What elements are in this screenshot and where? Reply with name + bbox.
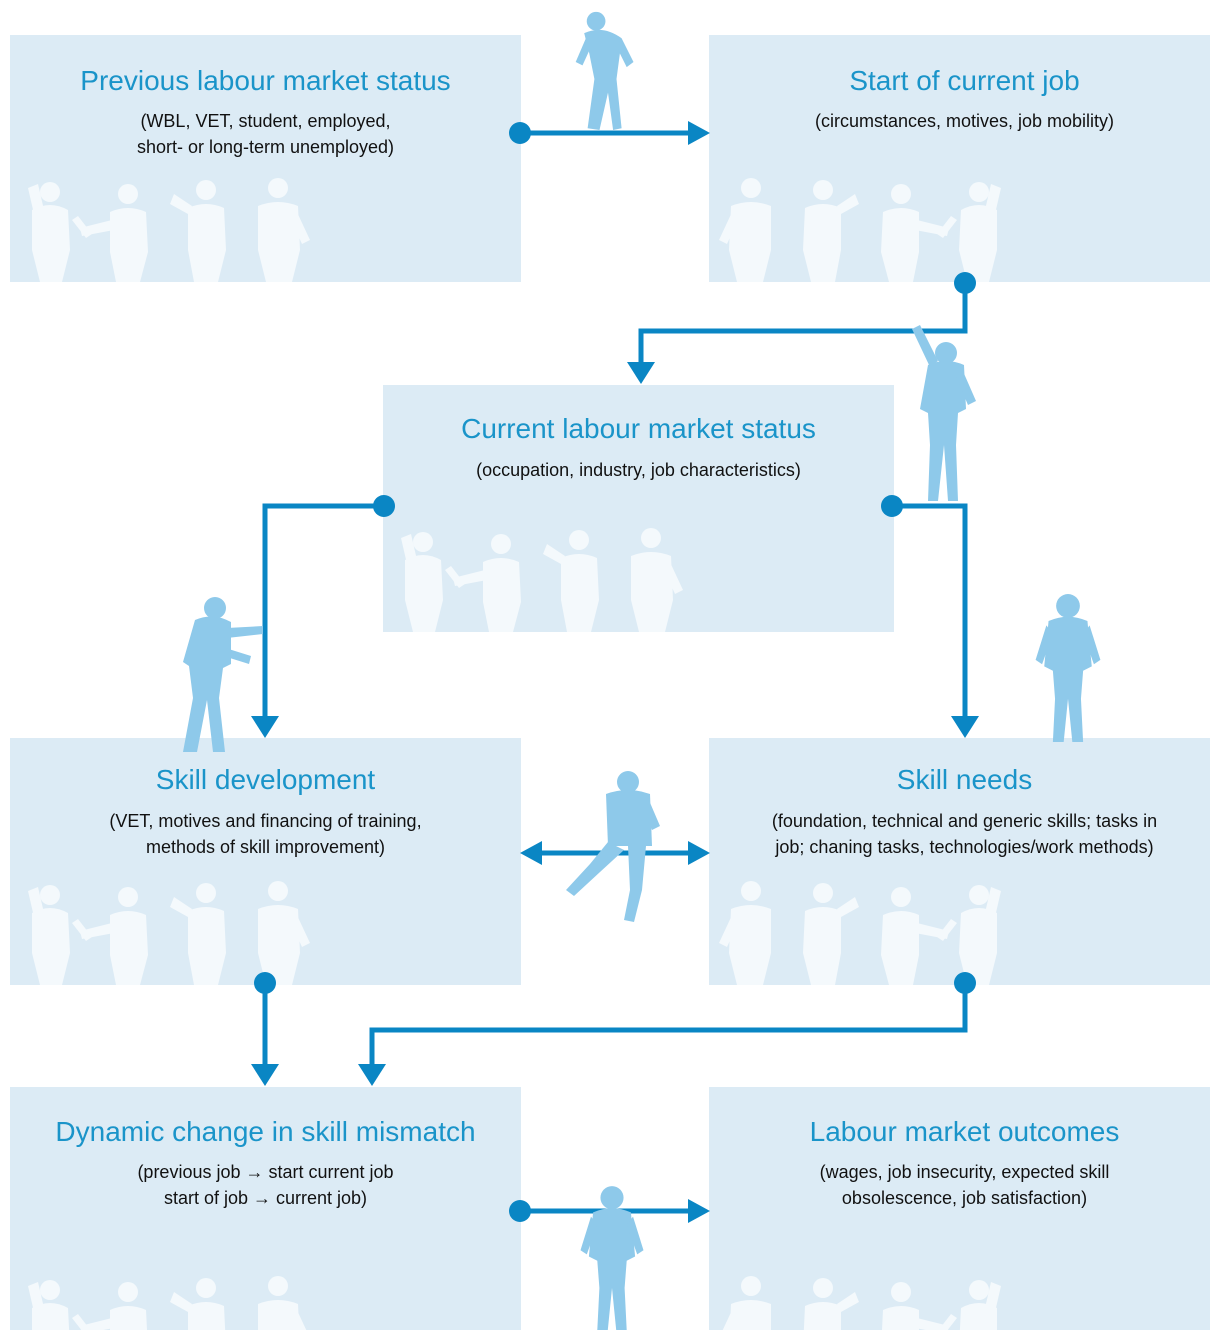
node-start-of-current-job: Start of current job (circumstances, mot… — [709, 35, 1210, 282]
node-title: Labour market outcomes — [809, 1116, 1120, 1147]
node-description-line: start of job → current job) — [163, 1188, 368, 1208]
node-skill-needs: Skill needs (foundation, technical and g… — [709, 738, 1210, 985]
connector-current-to-skill-needs — [892, 503, 968, 716]
connector-start-dot — [954, 272, 976, 294]
worker-sitting-icon — [566, 771, 660, 922]
node-description-line: job; chaning tasks, technologies/work me… — [775, 837, 1154, 857]
worker-walking-icon — [575, 11, 634, 131]
node-title: Start of current job — [849, 65, 1080, 96]
arrowhead-down — [951, 716, 979, 738]
worker-standing-icon — [580, 1186, 644, 1330]
node-current-labour-market-status: Current labour market status (occupation… — [383, 385, 894, 632]
arrowhead-down — [251, 716, 279, 738]
connector-start-dot — [373, 495, 395, 517]
node-title: Current labour market status — [461, 413, 816, 444]
node-dynamic-change-in-skill-mismatch: Dynamic change in skill mismatch (previo… — [10, 1087, 521, 1330]
node-previous-labour-market-status: Previous labour market status (WBL, VET,… — [10, 35, 521, 282]
node-description-line: (circumstances, motives, job mobility) — [814, 111, 1115, 131]
node-description-line: (occupation, industry, job characteristi… — [476, 460, 801, 480]
worker-standing-icon — [1035, 594, 1101, 742]
connector-start-to-current — [638, 283, 968, 362]
arrowhead-down — [358, 1064, 386, 1086]
arrowhead-right — [688, 121, 710, 145]
node-labour-market-outcomes: Labour market outcomes (wages, job insec… — [709, 1087, 1210, 1330]
connector-start-dot — [509, 122, 531, 144]
connector-skill-needs-to-dynamic — [369, 983, 968, 1064]
node-description-line: (WBL, VET, student, employed, — [140, 111, 391, 131]
connector-start-dot — [254, 972, 276, 994]
arrowhead-right — [688, 1199, 710, 1223]
worker-pushing-icon — [183, 597, 263, 752]
worker-reaching-icon — [912, 325, 976, 501]
connector-start-dot — [954, 972, 976, 994]
node-description-line: (VET, motives and financing of training, — [109, 811, 422, 831]
node-description-line: methods of skill improvement) — [145, 837, 386, 857]
node-title: Skill development — [155, 764, 376, 795]
node-title: Dynamic change in skill mismatch — [55, 1116, 476, 1147]
node-description-line: (foundation, technical and generic skill… — [771, 811, 1158, 831]
arrowhead-right — [688, 841, 710, 865]
node-description-line: obsolescence, job satisfaction) — [841, 1188, 1088, 1208]
node-description-line: (wages, job insecurity, expected skill — [819, 1162, 1110, 1182]
connector-current-to-skill-development — [262, 503, 384, 716]
node-title: Previous labour market status — [80, 65, 451, 96]
node-description-line: short- or long-term unemployed) — [136, 137, 395, 157]
connector-start-dot — [881, 495, 903, 517]
node-title: Skill needs — [896, 764, 1033, 795]
node-skill-development: Skill development (VET, motives and fina… — [10, 738, 521, 985]
arrowhead-down — [627, 362, 655, 384]
node-description-line: (previous job → start current job — [137, 1162, 394, 1182]
connector-start-dot — [509, 1200, 531, 1222]
arrowhead-down — [251, 1064, 279, 1086]
arrowhead-left — [520, 841, 542, 865]
